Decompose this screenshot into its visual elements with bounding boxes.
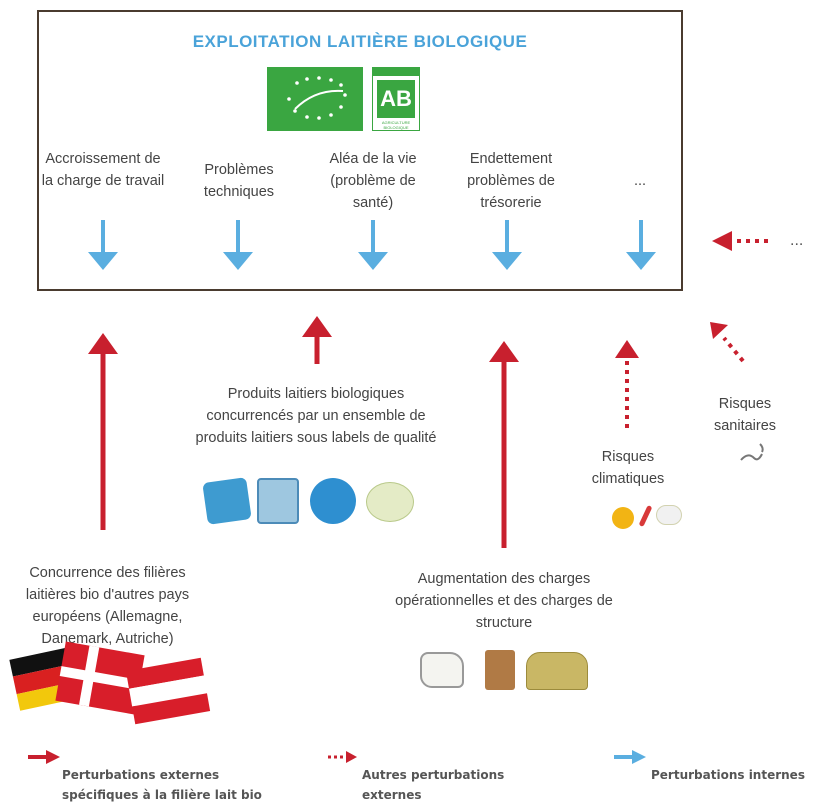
legend-specific-label: Perturbations externes spécifiques à la … xyxy=(62,768,262,802)
ab-logo-icon: AB AGRICULTURE BIOLOGIQUE xyxy=(372,67,420,131)
box-title: EXPLOITATION LAITIÈRE BIOLOGIQUE xyxy=(192,32,528,51)
cause-debt: Endettement problèmes de trésorerie xyxy=(467,151,555,211)
charges-text: Augmentation des charges opérationnelles… xyxy=(395,571,613,631)
ab-logo-letters: AB xyxy=(377,80,415,118)
climate-arrow xyxy=(615,340,639,428)
sun-icon xyxy=(612,507,634,529)
internal-arrow-4 xyxy=(492,220,522,270)
labels-arrow xyxy=(302,316,332,364)
legend-specific-arrow-icon xyxy=(28,750,60,764)
labels-text: Produits laitiers biologiques concurrenc… xyxy=(195,386,437,446)
internal-arrow-1 xyxy=(88,220,118,270)
machine-icon xyxy=(420,652,464,688)
eu-organic-logo-icon xyxy=(267,67,363,131)
charges-arrow xyxy=(489,341,519,548)
legend-internal-label: Perturbations internes xyxy=(651,768,805,782)
competition-arrow xyxy=(88,333,118,530)
cause-workload: Accroissement de la charge de travail xyxy=(41,151,165,189)
internal-arrow-2 xyxy=(223,220,253,270)
cause-technical: Problèmes techniques xyxy=(203,162,275,200)
climate-text: Risques climatiques xyxy=(591,449,665,487)
right-ellipsis: ... xyxy=(790,232,804,249)
internal-arrow-5 xyxy=(626,220,656,270)
legend-other-arrow-icon xyxy=(328,751,357,763)
cause-more: ... xyxy=(633,173,647,189)
feed-bag-icon xyxy=(485,650,515,690)
label-4-icon xyxy=(366,482,414,522)
ab-logo-caption: AGRICULTURE BIOLOGIQUE xyxy=(381,120,411,130)
cause-health: Aléa de la vie (problème de santé) xyxy=(329,151,417,211)
hay-bales-icon xyxy=(526,652,588,690)
farm-box xyxy=(37,10,683,291)
label-2-icon xyxy=(257,478,299,524)
sanitary-text: Risques sanitaires xyxy=(713,396,777,434)
right-incoming-arrow xyxy=(712,231,768,251)
label-1-icon xyxy=(202,477,252,525)
competition-text: Concurrence des filières laitières bio d… xyxy=(25,565,190,647)
cloud-icon xyxy=(656,505,682,525)
internal-arrow-3 xyxy=(358,220,388,270)
legend-internal-arrow-icon xyxy=(614,750,646,764)
germ-icon xyxy=(740,443,764,461)
label-3-icon xyxy=(310,478,356,524)
sanitary-arrow xyxy=(710,322,745,363)
legend-other-label: Autres perturbations externes xyxy=(362,768,505,802)
